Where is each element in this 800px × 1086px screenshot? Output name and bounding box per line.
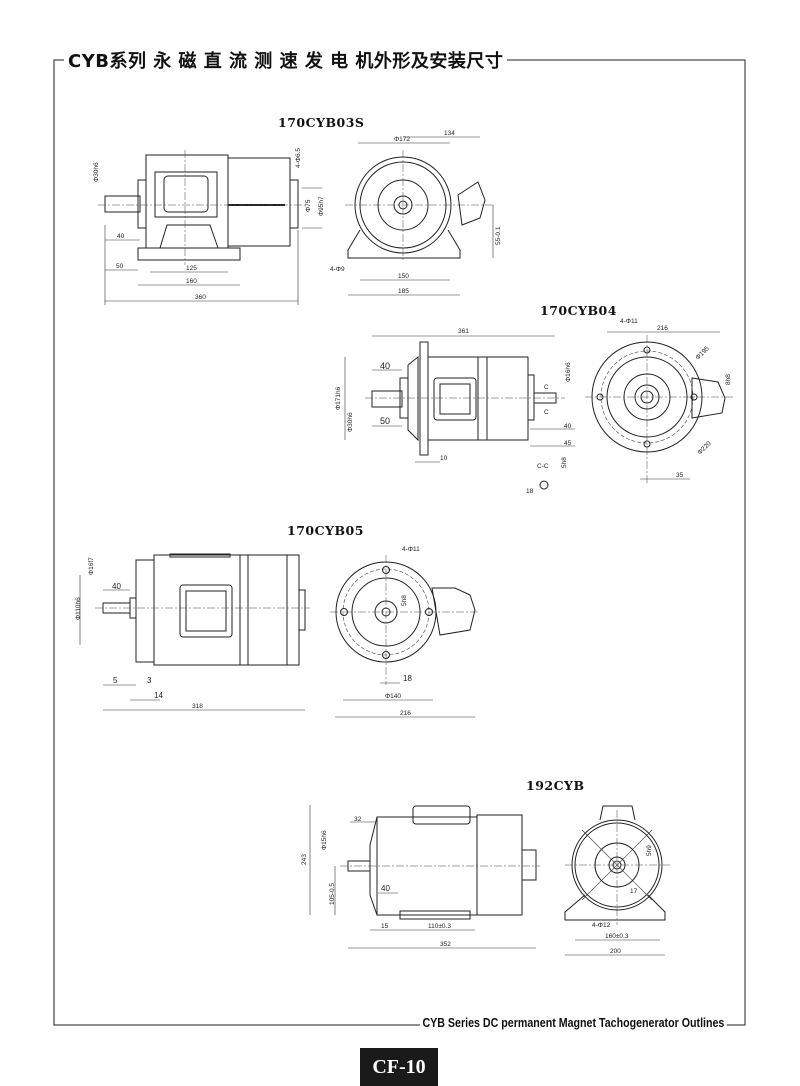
model-title: 192CYB: [526, 778, 585, 793]
dim-label: Φ140: [385, 693, 401, 700]
dim-label: 14: [154, 691, 163, 700]
dim-label: 18: [526, 488, 534, 495]
dim-label: 160±0.3: [605, 933, 629, 940]
dim-label: C-C: [537, 463, 549, 470]
dim-label: 50: [116, 263, 124, 270]
dim-label: Φ220: [696, 440, 713, 457]
dim-label: Φ16h6: [565, 362, 572, 382]
dim-label: Φ16f7: [88, 557, 95, 575]
dim-label: C: [544, 384, 549, 391]
dim-label: Φ110h6: [75, 597, 82, 620]
page-title: CYB系列 永 磁 直 流 测 速 发 电 机外形及安装尺寸: [64, 47, 508, 73]
dim-label: 134: [444, 130, 455, 137]
dim-label: 10: [440, 455, 448, 462]
dim-label: 55-0.1: [495, 226, 502, 245]
dim-label: Φ30h6: [347, 412, 354, 432]
drawing-170cyb03s: 170CYB03S Φ30h6 40 50 125 160 360: [93, 115, 502, 305]
dim-label: C: [544, 409, 549, 416]
dim-label: 40: [380, 361, 390, 371]
dim-label: 4-Φ6.5: [295, 148, 302, 168]
dim-label: 5: [113, 676, 118, 685]
dim-label: 15: [381, 923, 389, 930]
dim-label: Φ15h6: [321, 830, 328, 850]
dim-label: 216: [400, 710, 411, 717]
dim-label: Φ75: [305, 199, 312, 212]
dim-label: 110±0.3: [428, 923, 451, 930]
dim-label: 150: [398, 273, 409, 280]
dim-label: 216: [657, 325, 668, 332]
dim-label: 352: [440, 941, 451, 948]
dim-label: 243: [301, 854, 308, 865]
dim-label: 361: [458, 328, 469, 335]
dim-label: 4-Φ12: [592, 922, 611, 929]
dim-label: 40: [564, 423, 572, 430]
dim-label: 5h8: [561, 457, 568, 468]
dim-label: 318: [192, 703, 203, 710]
side-view: 243 32 Φ15h6 105-0.5 40 15 110±0.3 352: [301, 805, 540, 949]
side-view: 361 40 Φ171h6 Φ30h6 50 10 Φ16h6 C C 40 4…: [335, 328, 575, 495]
dim-label: 5h9: [646, 845, 653, 856]
dim-label: 125: [186, 265, 197, 272]
drawing-170cyb05: 170CYB05 Φ16f7 40 Φ110h6 5 3 14 318: [75, 523, 480, 718]
dim-label: 45: [564, 440, 572, 447]
dim-label: Φ171h6: [335, 386, 342, 410]
dim-label: 105-0.5: [329, 883, 336, 905]
dim-label: 4-Φ11: [402, 546, 420, 553]
dim-label: 40: [381, 884, 390, 893]
dim-label: 40: [112, 582, 121, 591]
dim-label: Φ195: [694, 345, 711, 362]
dim-label: 32: [354, 816, 362, 823]
side-view: Φ30h6 40 50 125 160 360 4-Φ6.5 Φ75 Φ95h7: [93, 148, 325, 305]
dim-label: 360: [195, 294, 206, 301]
model-title: 170CYB03S: [278, 115, 364, 130]
dim-label: 200: [610, 948, 621, 955]
dim-label: 185: [398, 288, 409, 295]
dim-label: 17: [630, 888, 638, 895]
dim-label: 18: [403, 674, 412, 683]
dim-label: Φ95h7: [318, 196, 325, 216]
dim-label: 35: [676, 472, 684, 479]
dim-label: 8h8: [725, 374, 732, 385]
model-title: 170CYB04: [540, 303, 617, 318]
dim-label: 160: [186, 278, 197, 285]
front-view: 5h9 17 4-Φ12 160±0.3 200: [564, 805, 670, 956]
dim-label: 3: [147, 676, 152, 685]
page-number-badge: CF-10: [360, 1048, 438, 1086]
dim-label: 4-Φ9: [330, 266, 345, 273]
front-view: 4-Φ11 216 Φ195 8h8 Φ220 35: [585, 318, 735, 485]
dim-label: Φ172: [394, 136, 410, 143]
model-title: 170CYB05: [287, 523, 364, 538]
side-view: Φ16f7 40 Φ110h6 5 3 14 318: [75, 553, 310, 711]
footer-caption: CYB Series DC permanent Magnet Tachogene…: [420, 1015, 727, 1030]
dim-label: Φ30h6: [93, 162, 100, 182]
drawing-192cyb: 192CYB 243 32 Φ15h6 105-0.5 40 15 110±0.…: [301, 778, 670, 956]
front-view: Φ172 134 55-0.1 4-Φ9 150 185: [330, 130, 502, 296]
page-frame: [53, 59, 746, 1026]
dim-label: 40: [117, 233, 125, 240]
dim-label: 5h8: [401, 595, 408, 606]
dim-label: 50: [380, 416, 390, 426]
drawing-170cyb04: 170CYB04 361 40 Φ171h6 Φ30h6 50 10 Φ16h6…: [335, 303, 735, 495]
dim-label: 4-Φ11: [620, 318, 638, 325]
front-view: 4-Φ11 5h8 18 Φ140 216: [330, 546, 480, 718]
